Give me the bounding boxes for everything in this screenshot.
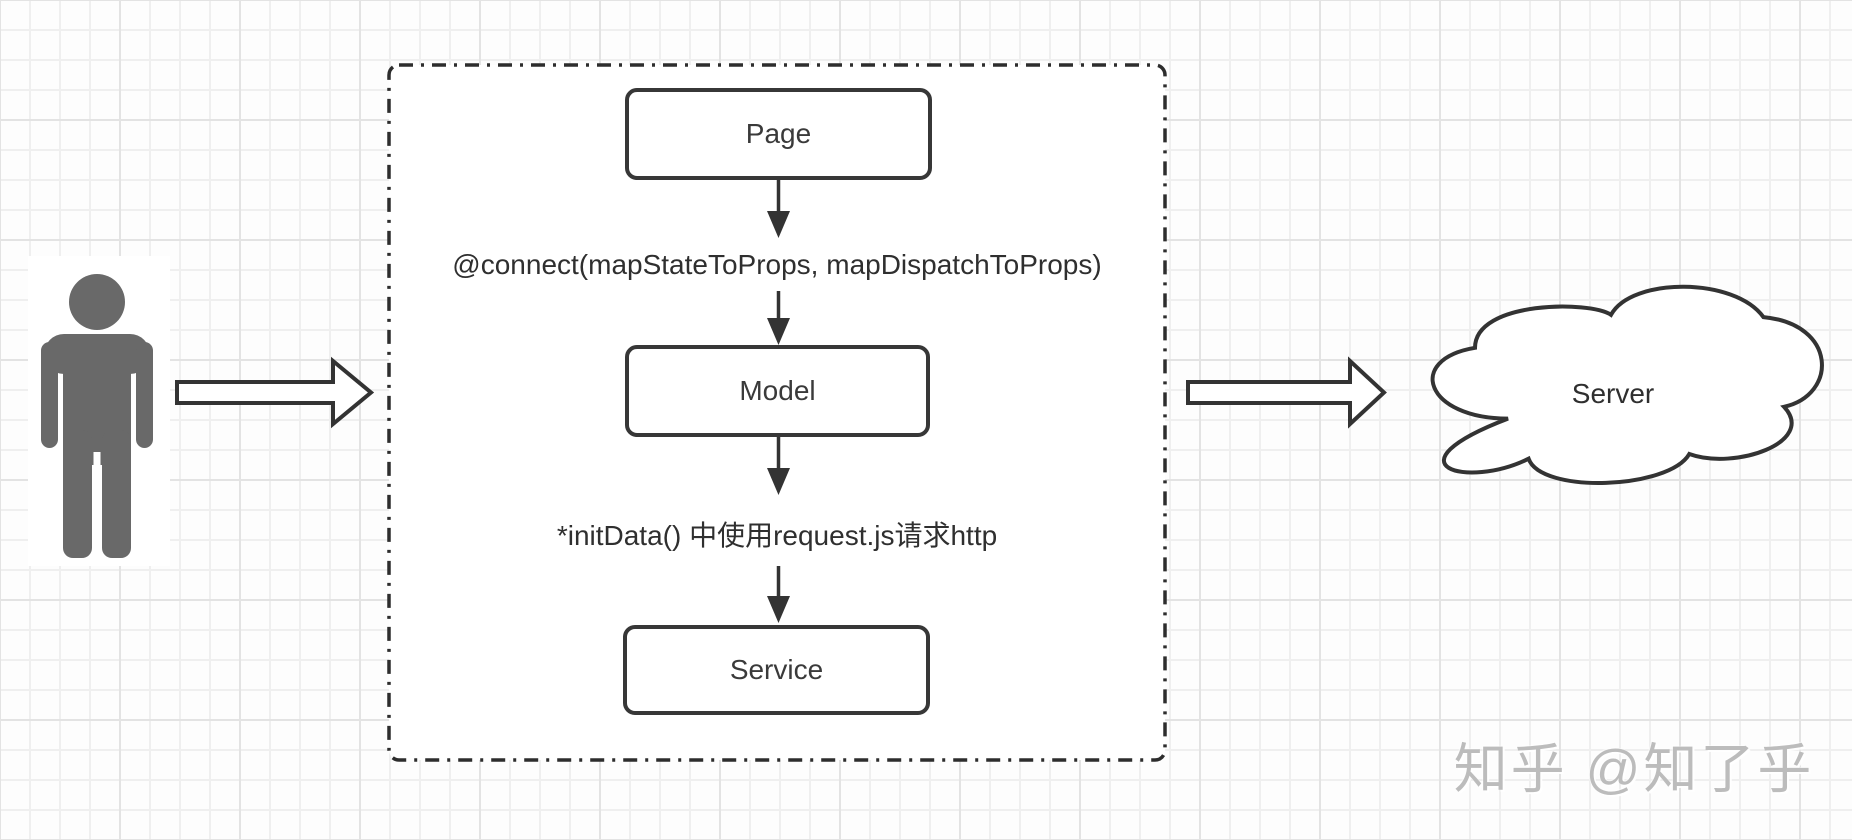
edge-label-connect: @connect(mapStateToProps, mapDispatchToP… (452, 249, 1102, 280)
edge-label-initdata: *initData() 中使用request.js请求http (556, 520, 998, 551)
arrow-connect-to-model-icon (767, 291, 790, 345)
watermark: 知乎 @知了乎 (1453, 739, 1815, 800)
node-model: Model (625, 345, 930, 437)
arrow-initdata-to-service-icon (767, 566, 790, 623)
node-page: Page (625, 88, 932, 180)
arrow-page-to-connect-icon (767, 180, 790, 238)
arrow-model-to-initdata-icon (767, 437, 790, 495)
cloud-icon (1430, 284, 1824, 486)
node-page-label: Page (745, 118, 812, 149)
person-icon (41, 274, 153, 560)
block-arrow-right-icon (1186, 356, 1387, 429)
block-arrow-left-icon (175, 356, 375, 429)
server-label: Server (1571, 378, 1655, 409)
node-service: Service (623, 625, 930, 715)
node-service-label: Service (729, 654, 824, 685)
connector-arrows (767, 180, 790, 623)
node-model-label: Model (739, 375, 816, 406)
